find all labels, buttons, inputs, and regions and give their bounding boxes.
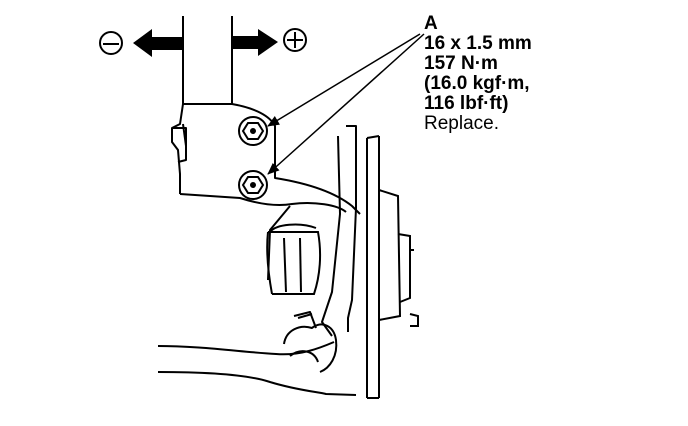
strut-tube — [182, 16, 233, 104]
minus-direction-icon — [99, 31, 123, 55]
callout-label: A — [424, 13, 438, 34]
brake-disc — [366, 135, 419, 399]
bolt-callout: A 16 x 1.5 mm 157 N·m (16.0 kgf·m, 116 l… — [424, 14, 532, 134]
torque-lbf: 116 lbf·ft) — [424, 93, 509, 114]
bushing — [266, 223, 322, 295]
plus-direction-icon — [283, 28, 307, 52]
lower-arm — [157, 311, 357, 396]
replace-note: Replace. — [424, 113, 499, 134]
leader-lines — [267, 33, 425, 175]
bolt-upper-icon — [238, 116, 268, 146]
knuckle — [321, 125, 357, 337]
torque-kgf: (16.0 kgf·m, — [424, 73, 530, 94]
left-arrow-icon — [133, 29, 182, 57]
torque-nm: 157 N·m — [424, 53, 498, 74]
right-arrow-icon — [233, 29, 278, 56]
bolt-lower-icon — [238, 170, 268, 200]
bolt-size: 16 x 1.5 mm — [424, 33, 532, 54]
